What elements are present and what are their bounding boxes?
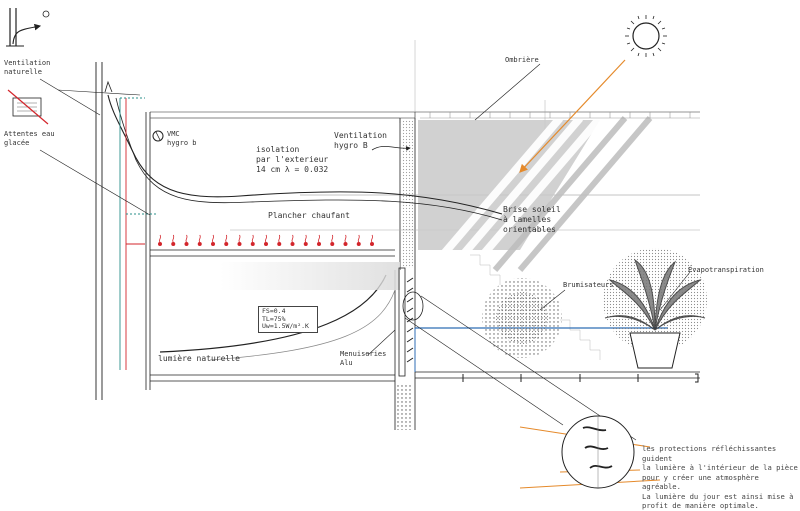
plancher-chauffant-label: Plancher chaufant <box>268 211 350 220</box>
heating-emitter-dot <box>317 242 321 246</box>
heating-emitter-dot <box>356 242 361 246</box>
heating-emitter-dot <box>211 242 215 246</box>
mister-cloud <box>482 278 562 358</box>
evapotranspiration-label: Évapotranspiration <box>688 266 764 274</box>
isolation-label: isolation par l'exterieur 14 cm λ = 0.03… <box>256 145 329 174</box>
sun-ray-main <box>519 59 626 173</box>
heating-wave <box>304 234 307 243</box>
heating-wave <box>278 234 281 243</box>
glazing-spec-box: FS=0.4 TL=75% Uw=1.5W/m².K <box>258 306 318 333</box>
foundation-hatch <box>397 120 413 430</box>
heating-wave <box>198 234 201 243</box>
heating-wave <box>357 234 360 243</box>
heating-wave <box>265 234 267 243</box>
heating-wave <box>318 234 320 243</box>
heating-emitter-dot <box>277 242 282 246</box>
glazing-tl: TL=75% <box>262 314 286 323</box>
ventilation-legend-icon <box>3 4 53 50</box>
heating-emitter-dot <box>250 242 255 246</box>
heating-wave <box>172 234 175 243</box>
ventilation-naturelle-label: Ventilation naturelle <box>4 59 51 76</box>
plant-pot <box>603 248 707 369</box>
daylight-fade <box>220 262 400 290</box>
heating-wave <box>331 234 334 243</box>
heating-emitter-dot <box>290 242 295 246</box>
heating-wave <box>225 234 228 243</box>
heating-emitters <box>158 234 374 246</box>
heating-emitter-dot <box>303 242 308 246</box>
shade-canopy <box>418 111 700 273</box>
chilled-water-legend-icon <box>7 89 49 125</box>
heating-wave <box>212 234 214 243</box>
background-steps <box>470 254 601 360</box>
vmc-label: VMC hygro b <box>167 130 197 147</box>
glazing-uw: Uw=1.5W/m².K <box>262 322 309 330</box>
leader-lines <box>39 63 691 356</box>
heating-wave <box>291 234 294 243</box>
heating-emitter-dot <box>237 242 242 246</box>
heating-emitter-dot <box>370 242 374 246</box>
heating-wave <box>251 234 254 243</box>
lumiere-naturelle-label: lumière naturelle <box>158 354 240 363</box>
ground-markers <box>462 373 699 383</box>
heating-wave <box>159 234 161 243</box>
airflow-curve <box>104 80 503 221</box>
heating-emitter-dot <box>224 242 229 246</box>
heating-emitter-dot <box>197 242 202 246</box>
ventilation-hygro-label: Ventilation hygro B <box>334 131 387 150</box>
heating-emitter-dot <box>158 242 162 246</box>
menuiseries-label: Menuiseries Alu <box>340 350 387 367</box>
chilled-water-pipes <box>119 97 158 370</box>
heating-emitter-dot <box>264 242 268 246</box>
heating-emitter-dot <box>343 242 348 246</box>
detail-magnifier <box>402 291 637 489</box>
brise-soleil-label: Brise soleil à lamelles orientables <box>503 205 561 234</box>
alu-window-louvres <box>398 267 414 377</box>
attentes-eau-glacee-label: Attentes eau glacée <box>4 130 55 147</box>
heating-wave <box>238 234 241 243</box>
heating-emitter-dot <box>184 242 189 246</box>
brumisateurs-label: Brumisateurs <box>563 281 614 289</box>
sun-icon <box>625 15 667 57</box>
daylight-note: les protections réfléchissantes guident … <box>642 444 798 510</box>
vmc-icon <box>152 130 164 142</box>
heating-wave <box>185 234 188 243</box>
building-structure <box>95 40 700 430</box>
bioclimatic-section-diagram <box>3 4 707 489</box>
heating-emitter-dot <box>330 242 335 246</box>
ombriere-label: Ombrière <box>505 56 539 64</box>
heating-wave <box>344 234 347 243</box>
heating-emitter-dot <box>171 242 176 246</box>
heating-wave <box>371 234 373 243</box>
glazing-fs: FS=0.4 <box>262 307 286 315</box>
